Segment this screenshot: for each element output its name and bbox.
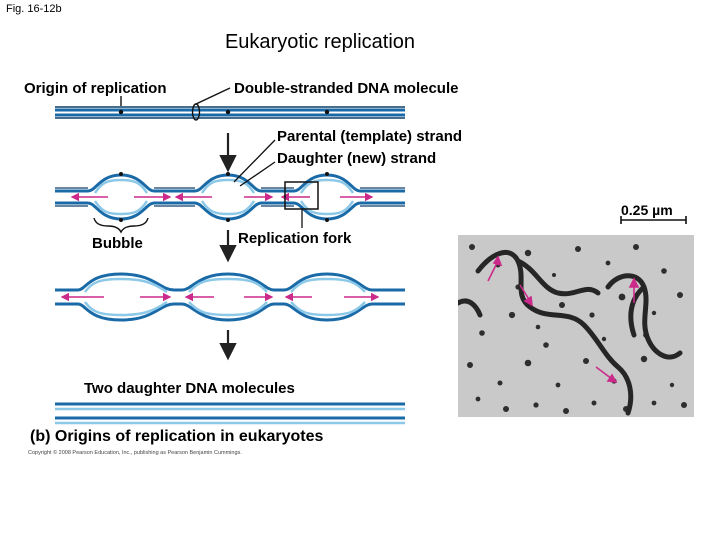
- label-origin-of-replication: Origin of replication: [24, 80, 167, 97]
- label-bubble: Bubble: [92, 235, 143, 252]
- parental-leader-line: [233, 139, 276, 183]
- label-double-stranded-dna: Double-stranded DNA molecule: [234, 80, 459, 97]
- figure-caption: (b) Origins of replication in eukaryotes: [30, 428, 324, 445]
- origin-dot: [225, 109, 231, 115]
- scale-bar: [620, 216, 687, 224]
- arrowhead: [628, 277, 640, 288]
- page-title: Eukaryotic replication: [224, 31, 416, 53]
- arrowhead: [523, 295, 533, 307]
- scale-bar-label: 0.25 µm: [621, 202, 673, 218]
- origin-dot: [118, 109, 124, 115]
- label-two-daughter-molecules: Two daughter DNA molecules: [84, 380, 295, 397]
- dna-molecule-stage-3: [55, 272, 405, 322]
- label-replication-fork: Replication fork: [238, 230, 352, 247]
- bubble-brace: [93, 217, 149, 234]
- arrowhead: [492, 255, 503, 267]
- arrowhead: [606, 373, 618, 383]
- copyright-notice: Copyright © 2008 Pearson Education, Inc.…: [28, 450, 242, 456]
- fork-direction-arrow: [595, 366, 613, 380]
- daughter-leader-line: [239, 161, 276, 187]
- origin-dot: [324, 109, 330, 115]
- two-daughter-dna-molecules: [55, 402, 405, 425]
- electron-micrograph: [458, 235, 694, 417]
- label-daughter-strand: Daughter (new) strand: [277, 150, 437, 167]
- figure-number: Fig. 16-12b: [6, 3, 62, 15]
- dna-molecule-stage-1: [55, 103, 405, 121]
- dna-molecule-stage-2: [55, 172, 405, 222]
- dsdna-leader-line: [195, 87, 231, 105]
- label-parental-strand: Parental (template) strand: [277, 128, 463, 145]
